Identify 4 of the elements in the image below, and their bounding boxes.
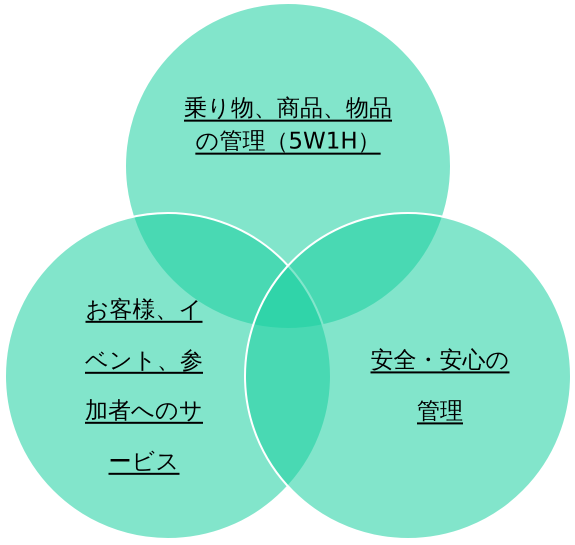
circle-label: 安全・安心の管理 bbox=[370, 346, 510, 426]
circle-label: お客様、イベント、参加者へのサービス bbox=[84, 296, 204, 477]
circle-label: 乗り物、商品、物品の管理（5W1H） bbox=[183, 94, 393, 157]
venn-circle bbox=[244, 212, 572, 540]
